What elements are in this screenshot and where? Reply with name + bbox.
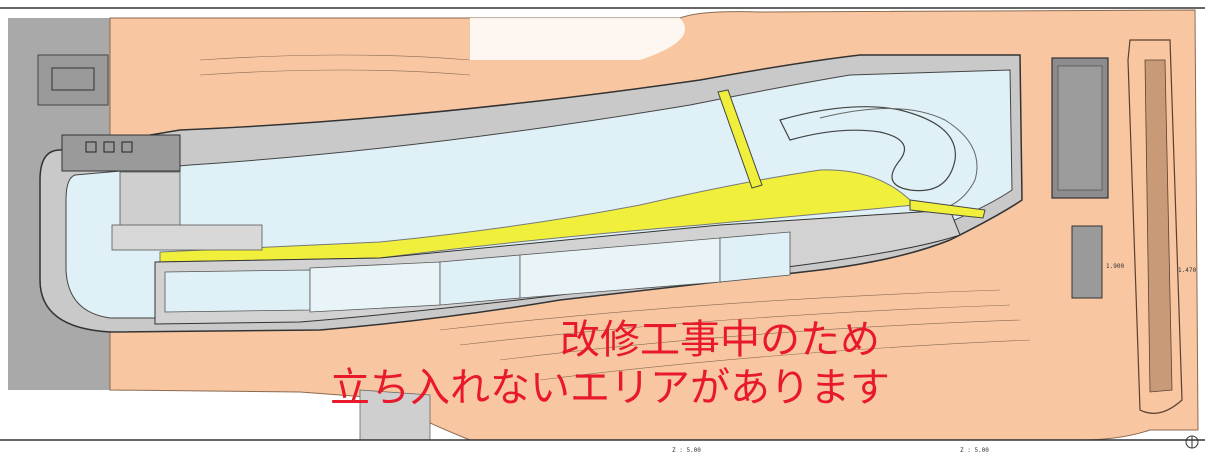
dim-label-right: 1.470 xyxy=(1178,267,1196,274)
building-top-left xyxy=(37,54,109,106)
dim-label-left: 1.900 xyxy=(1106,263,1124,270)
scale-label-1: Z : 5.00 xyxy=(672,447,701,454)
building-left xyxy=(61,134,181,172)
scale-label-2: Z : 5.00 xyxy=(960,447,989,454)
small-structure xyxy=(1071,225,1103,299)
highlight-strip xyxy=(159,169,917,263)
notice-line-1: 改修工事中のため xyxy=(560,317,880,363)
bridge xyxy=(717,89,763,189)
notice-line-2: 立ち入れないエリアがあります xyxy=(330,365,890,411)
